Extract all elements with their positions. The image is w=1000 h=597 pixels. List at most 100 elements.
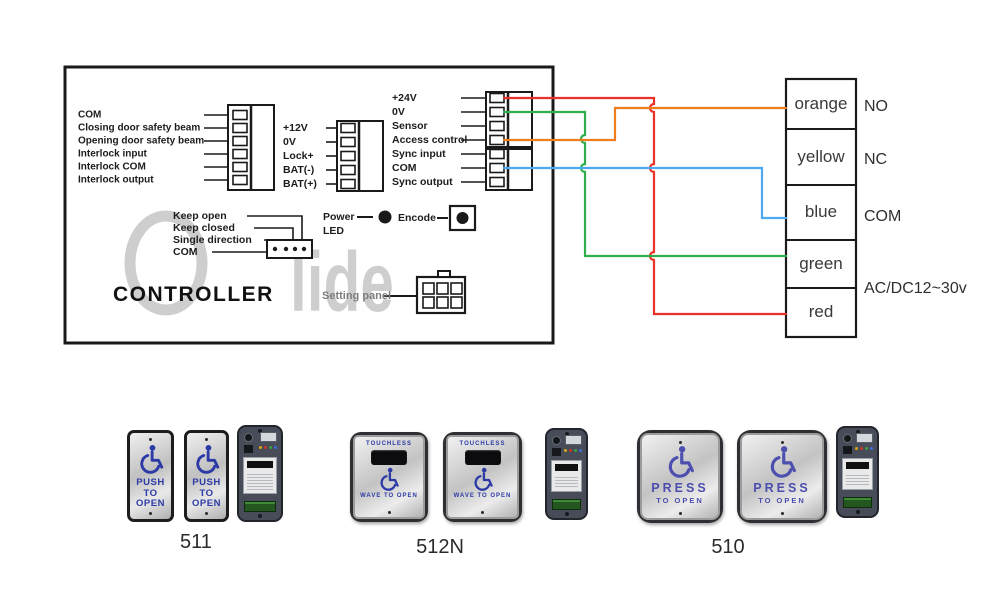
terminal-label-interlock-com: Interlock COM bbox=[78, 161, 146, 173]
screw-hole bbox=[205, 438, 208, 441]
terminal-label-bat-plus: BAT(+) bbox=[283, 178, 317, 190]
power-label: Power bbox=[323, 211, 355, 223]
module-label bbox=[243, 457, 277, 494]
chip bbox=[843, 446, 852, 454]
wheelchair-icon bbox=[136, 444, 166, 474]
terminal-label-lock: Lock+ bbox=[283, 150, 314, 162]
terminal-label-sync-input: Sync input bbox=[392, 148, 446, 160]
mode-label-keep-closed: Keep closed bbox=[173, 222, 235, 234]
touchless-text: TOUCHLESS bbox=[459, 441, 506, 447]
chip bbox=[244, 445, 253, 453]
wire-cell-red: red bbox=[808, 302, 834, 321]
power-supply-label: AC/DC12~30v bbox=[864, 280, 967, 297]
terminal-label-com: COM bbox=[78, 109, 102, 121]
plate-text-line: PUSH bbox=[136, 477, 165, 488]
plate-text-line: TO bbox=[143, 487, 158, 499]
power-led-indicator bbox=[357, 210, 392, 224]
module-label-bar bbox=[846, 462, 869, 469]
terminal-label-opening-beam: Opening door safety beam bbox=[78, 135, 205, 147]
press-text: PRESS bbox=[651, 481, 709, 495]
wires bbox=[502, 96, 788, 316]
module-pcb-strip bbox=[244, 501, 276, 512]
wire-cell-green: green bbox=[799, 254, 843, 273]
chip bbox=[552, 448, 561, 456]
terminal-label-interlock-input: Interlock input bbox=[78, 148, 147, 160]
led-label: LED bbox=[323, 225, 344, 237]
touchless-panel-512n: TOUCHLESS WAVE TO OPEN bbox=[350, 432, 428, 522]
screw-hole bbox=[258, 514, 262, 518]
to-open-text: TO OPEN bbox=[758, 496, 806, 505]
middle-terminal-block bbox=[326, 120, 384, 192]
touchless-panel-512n: TOUCHLESS WAVE TO OPEN bbox=[443, 432, 522, 522]
wheelchair-icon bbox=[664, 445, 697, 478]
push-plate-511: PUSH TO OPEN bbox=[127, 430, 174, 522]
led-dots bbox=[564, 449, 582, 452]
wire-function-no: NO bbox=[864, 98, 888, 115]
module-label bbox=[842, 458, 873, 490]
terminal-label-interlock-output: Interlock output bbox=[78, 174, 154, 186]
terminal-blocks bbox=[204, 77, 858, 339]
led-dots bbox=[259, 446, 277, 449]
module-label-bar bbox=[555, 464, 578, 471]
wheelchair-icon bbox=[192, 444, 222, 474]
model-label-511: 511 bbox=[180, 531, 212, 553]
push-plate-511: PUSH TO OPEN bbox=[184, 430, 229, 522]
screw-hole bbox=[387, 511, 391, 514]
to-open-text: TO OPEN bbox=[656, 496, 704, 505]
setting-panel-connector bbox=[384, 270, 467, 315]
plate-text-line: PUSH bbox=[192, 477, 221, 488]
receiver-module bbox=[237, 425, 283, 522]
press-panel-510: PRESS TO OPEN bbox=[737, 430, 827, 523]
model-label-512n: 512N bbox=[416, 536, 464, 558]
terminal-label-sensor: Sensor bbox=[392, 120, 428, 132]
mode-label-keep-open: Keep open bbox=[173, 210, 227, 222]
wire-cell-blue: blue bbox=[804, 202, 838, 221]
screw-hole bbox=[855, 430, 860, 434]
wheelchair-icon bbox=[766, 445, 799, 478]
module-pcb-strip bbox=[843, 497, 872, 508]
screw-hole bbox=[855, 510, 860, 514]
wire-function-com: COM bbox=[864, 208, 902, 225]
wheelchair-icon bbox=[377, 467, 401, 491]
receiver-module bbox=[836, 426, 879, 518]
screw-hole bbox=[780, 512, 784, 515]
jack-port bbox=[843, 434, 852, 443]
wire-cell-orange: orange bbox=[794, 94, 848, 113]
touchless-text: TOUCHLESS bbox=[366, 441, 412, 447]
module-label-lines bbox=[846, 473, 869, 486]
terminal-connector bbox=[565, 435, 582, 445]
terminal-connector bbox=[260, 432, 277, 442]
screw-hole bbox=[258, 429, 262, 433]
screw-hole bbox=[564, 512, 569, 516]
wave-to-open-text: WAVE TO OPEN bbox=[360, 493, 418, 499]
screw-hole bbox=[678, 512, 682, 515]
right-terminal-block-top bbox=[461, 91, 533, 148]
press-panel-510: PRESS TO OPEN bbox=[637, 430, 723, 523]
terminal-label-24v: +24V bbox=[392, 92, 417, 104]
led-dots bbox=[855, 447, 873, 450]
terminal-label-0v-right: 0V bbox=[392, 106, 405, 118]
press-text: PRESS bbox=[753, 481, 811, 495]
module-label-lines bbox=[555, 475, 578, 488]
right-terminal-block-bottom bbox=[461, 148, 533, 191]
screw-hole bbox=[780, 441, 784, 444]
watermark-o-ring bbox=[124, 210, 208, 316]
screw-hole bbox=[678, 441, 682, 444]
wheelchair-icon bbox=[471, 467, 495, 491]
jack-port bbox=[552, 436, 561, 445]
wire-blue bbox=[502, 166, 788, 220]
encode-button bbox=[437, 204, 477, 232]
wire-color-table bbox=[784, 77, 858, 339]
screw-hole bbox=[205, 512, 208, 515]
plate-text-line: TO bbox=[199, 487, 214, 499]
wire-orange bbox=[502, 106, 788, 142]
mode-connector bbox=[212, 215, 313, 259]
screw-hole bbox=[564, 432, 569, 436]
controller-title: CONTROLLER bbox=[113, 283, 274, 306]
mode-label-com: COM bbox=[173, 246, 198, 258]
terminal-label-access-control: Access control bbox=[392, 134, 468, 146]
plate-text-line: OPEN bbox=[192, 498, 221, 510]
model-label-510: 510 bbox=[711, 536, 745, 558]
wire-cell-yellow: yellow bbox=[797, 147, 845, 166]
